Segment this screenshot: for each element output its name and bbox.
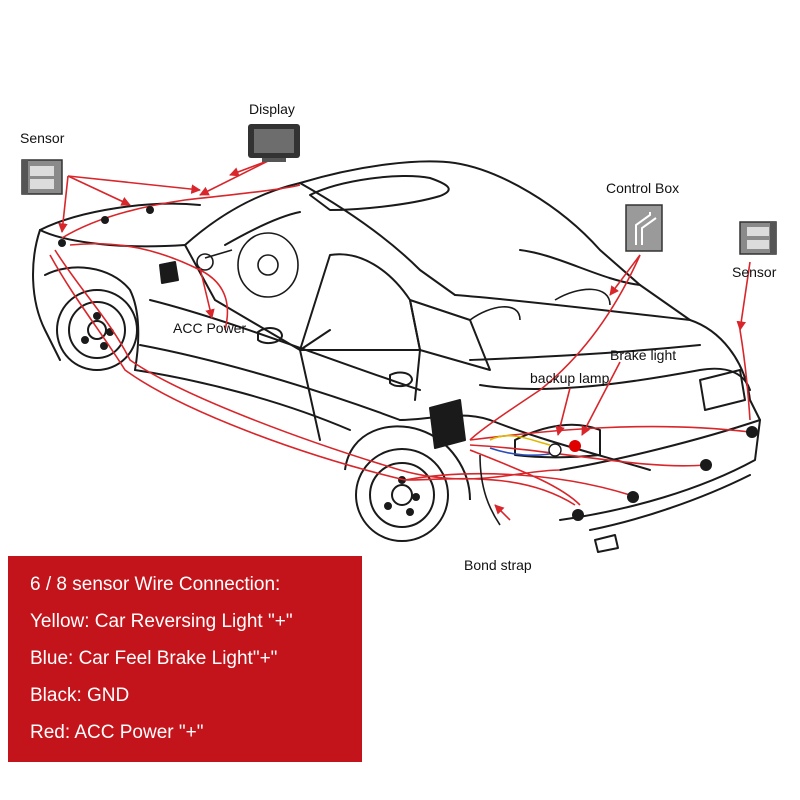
sensor-dot <box>58 239 66 247</box>
display-icon <box>248 124 300 162</box>
legend-black: Black: GND <box>30 685 130 706</box>
sensor-icon <box>21 159 63 195</box>
wire-legend: 6 / 8 sensor Wire Connection: Yellow: Ca… <box>8 556 362 762</box>
interior <box>196 232 611 321</box>
legend-red: Red: ACC Power "+" <box>30 722 204 743</box>
label-sensor-left: Sensor <box>20 130 65 146</box>
wiring <box>49 184 751 506</box>
sensor-dot <box>101 216 109 224</box>
label-bond-strap: Bond strap <box>464 557 532 573</box>
label-backup-lamp: backup lamp <box>530 370 610 386</box>
bumper-sensors <box>58 206 758 521</box>
front-wheel <box>56 289 138 371</box>
annotation-arrows <box>58 159 751 521</box>
car-body <box>32 160 761 553</box>
control-box-icon <box>625 204 663 252</box>
legend-blue: Blue: Car Feel Brake Light"+" <box>30 648 278 669</box>
sensor-icon <box>739 221 777 255</box>
label-sensor-right: Sensor <box>732 264 777 280</box>
sensor-dot <box>572 509 584 521</box>
legend-title: 6 / 8 sensor Wire Connection: <box>30 574 281 595</box>
label-acc-power: ACC Power <box>173 320 247 336</box>
sensor-dot <box>627 491 639 503</box>
legend-yellow: Yellow: Car Reversing Light "+" <box>30 611 293 632</box>
label-control-box: Control Box <box>606 180 680 196</box>
sensor-dot <box>700 459 712 471</box>
light-markers <box>548 440 581 457</box>
label-brake-light: Brake light <box>610 347 677 363</box>
sensor-dot <box>746 426 758 438</box>
label-display: Display <box>249 101 295 117</box>
sensor-dot <box>146 206 154 214</box>
